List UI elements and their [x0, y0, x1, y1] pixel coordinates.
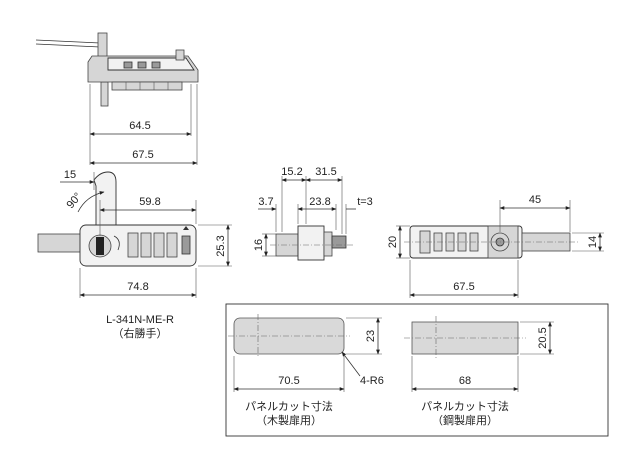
- dim-23-8: 23.8: [309, 196, 330, 208]
- dim-angle: 90°: [65, 191, 85, 211]
- dial-4: [166, 232, 178, 258]
- dim-31-5: 31.5: [315, 166, 336, 178]
- dim-15: 15: [64, 169, 76, 181]
- dim-15-2: 15.2: [281, 166, 302, 178]
- side-view: 15.2 31.5 3.7 23.8 t=3 16: [253, 166, 373, 261]
- wood-title: パネルカット寸法: [245, 399, 333, 413]
- wood-subtitle: （木製扉用）: [256, 413, 322, 427]
- dim-wood-h: 23: [365, 330, 377, 342]
- dim-25-3: 25.3: [215, 235, 227, 256]
- dim-3-7: 3.7: [258, 196, 273, 208]
- front-view: 15 90° 59.8 25.3 74.8 L-341N-ME-R （右勝手）: [37, 169, 232, 340]
- dim-steel-w: 68: [459, 375, 471, 387]
- dial-row: [111, 81, 183, 91]
- panel-cut-section: 23 70.5 4-R6 パネルカット寸法 （木製扉用） 20.5 68 パネル…: [225, 303, 609, 437]
- dim-20: 20: [387, 236, 399, 248]
- dim-steel-h: 20.5: [537, 327, 549, 348]
- dim-16: 16: [253, 239, 265, 251]
- top-view: 64.5 67.5: [35, 32, 199, 165]
- dim-45: 45: [529, 194, 541, 206]
- dim-74-8: 74.8: [127, 281, 148, 293]
- dim-t3: t=3: [357, 196, 373, 208]
- handle-lever: [35, 39, 101, 44]
- dim-64-5: 64.5: [129, 120, 150, 132]
- dim-59-8: 59.8: [139, 196, 160, 208]
- release-button: [181, 235, 191, 255]
- dim-67-5-back: 67.5: [453, 281, 474, 293]
- dial-3: [153, 232, 165, 258]
- side-body: [297, 225, 325, 261]
- panel-cut-frame: [225, 303, 609, 437]
- handle-raised: [93, 171, 117, 227]
- dim-radius: 4-R6: [360, 375, 384, 387]
- dim-wood-w: 70.5: [278, 375, 299, 387]
- spindle-lower: [100, 81, 109, 107]
- dim-67-5-top: 67.5: [132, 149, 153, 161]
- back-view: 45 20 14 67.5: [387, 194, 604, 298]
- dial-2: [140, 232, 152, 258]
- steel-title: パネルカット寸法: [421, 399, 509, 413]
- handing-note: （右勝手）: [113, 326, 168, 340]
- steel-subtitle: （鋼製扉用）: [432, 413, 498, 427]
- model-number: L-341N-ME-R: [106, 314, 174, 326]
- dim-14: 14: [587, 236, 599, 248]
- dial-1: [127, 232, 139, 258]
